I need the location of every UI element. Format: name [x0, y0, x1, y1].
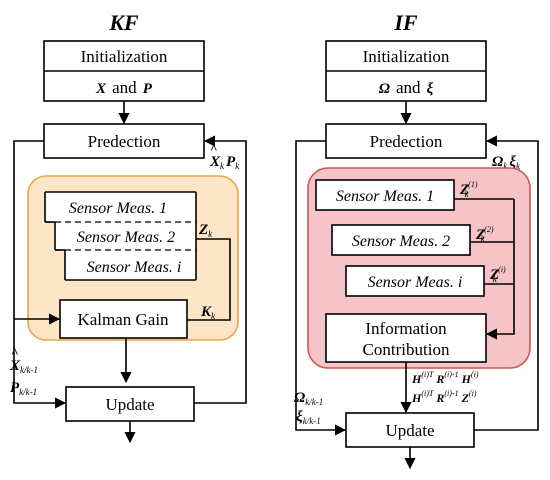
kf-prior-x-label: Xk/k-1 — [9, 358, 38, 375]
kf-sensor-i: Sensor Meas. i — [87, 259, 182, 276]
kf-predection-label: Predection — [88, 132, 161, 151]
if-update-label: Update — [385, 421, 434, 440]
kf-update-label: Update — [105, 395, 154, 414]
kf-sensor-stack: Sensor Meas. 1 Sensor Meas. 2 Sensor Mea… — [44, 191, 197, 281]
svg-text:H(i)TR(i)-1H(i): H(i)TR(i)-1H(i) — [411, 370, 479, 386]
if-title: IF — [393, 10, 418, 35]
if-init-label: Initialization — [363, 47, 450, 66]
if-info-label-1: Information — [365, 319, 447, 338]
if-sensor-2: Sensor Meas. 2 — [352, 233, 450, 250]
if-z2-label: Z(2)k — [475, 225, 494, 244]
kf-z-label: Zk — [198, 222, 213, 239]
kf-prior-p-label: Pk/k-1 — [10, 380, 37, 397]
if-zi-label: Z(i)k — [489, 265, 506, 284]
if-sensor-i: Sensor Meas. i — [368, 274, 463, 291]
kf-sensor-2: Sensor Meas. 2 — [77, 229, 175, 246]
svg-text:^: ^ — [210, 141, 218, 156]
if-prior-xi-label: ξk/k-1 — [296, 409, 321, 426]
kf-kalman-gain-label: Kalman Gain — [77, 310, 169, 329]
kf-init-label: Initialization — [81, 47, 168, 66]
if-prior-omega-label: Ωk/k-1 — [294, 390, 323, 407]
kf-gain-output-label: Kk — [200, 304, 216, 321]
kf-sensor-1: Sensor Meas. 1 — [69, 200, 167, 217]
kf-update-box — [65, 386, 195, 422]
if-sensor-i-box — [345, 265, 485, 297]
if-z1-label: Z(1)k — [459, 180, 478, 199]
if-update-box — [345, 412, 475, 448]
if-sensor-1-box — [315, 179, 455, 211]
if-sensor-1: Sensor Meas. 1 — [336, 188, 434, 205]
kf-title: KF — [108, 10, 139, 35]
if-info-contribution-box — [325, 313, 487, 363]
if-sensor-2-box — [331, 224, 471, 256]
if-info-label-2: Contribution — [363, 340, 450, 359]
if-predection-label: Predection — [370, 132, 443, 151]
svg-text:H(i)TR(i)-1Z(i): H(i)TR(i)-1Z(i) — [411, 389, 477, 405]
kf-kalman-gain-box — [59, 299, 188, 339]
